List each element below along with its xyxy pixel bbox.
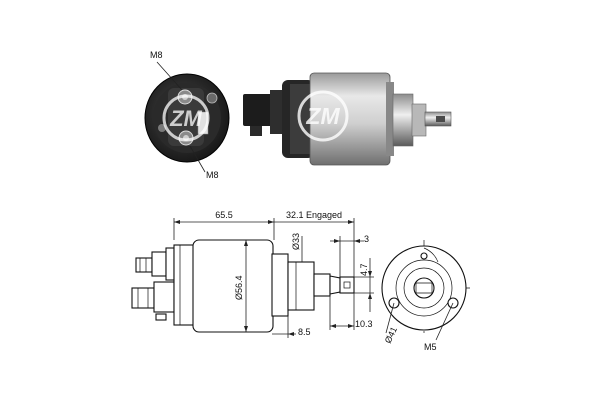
drawing-plunger [339, 276, 355, 294]
dim-collar-diameter: Ø33 [291, 233, 301, 250]
dim-engaged: 32.1 Engaged [286, 210, 342, 220]
dim-plunger-4-7: 4.7 [359, 263, 369, 276]
dim-total-length: 65.5 [215, 210, 233, 220]
dim-bolt-circle: Ø41 [383, 325, 399, 345]
drawing-body [192, 239, 274, 333]
dim-body-diameter: Ø56.4 [234, 275, 244, 300]
watermark-text-right: ZM [305, 103, 340, 129]
watermark-text-left: ZM [169, 106, 202, 131]
dim-thread-m5: M5 [424, 342, 437, 352]
dim-offset-3: 3 [364, 234, 369, 244]
leader-m8-bottom [189, 145, 206, 173]
watermark-logo-left: ZM [162, 94, 210, 142]
label-m8-bottom: M8 [206, 170, 219, 180]
dim-flange-8-5: 8.5 [298, 327, 311, 337]
watermark-logo-right: ZM [297, 90, 349, 142]
drawing-front-view [381, 240, 470, 336]
label-m8-top: M8 [150, 50, 163, 60]
leader-m8-top [156, 61, 183, 91]
terminal-block [243, 94, 273, 126]
photo-side-view [243, 72, 452, 166]
dim-plunger-10-3: 10.3 [355, 319, 373, 329]
photo-end-view [144, 73, 230, 163]
drawing-side-elevation [131, 239, 355, 333]
